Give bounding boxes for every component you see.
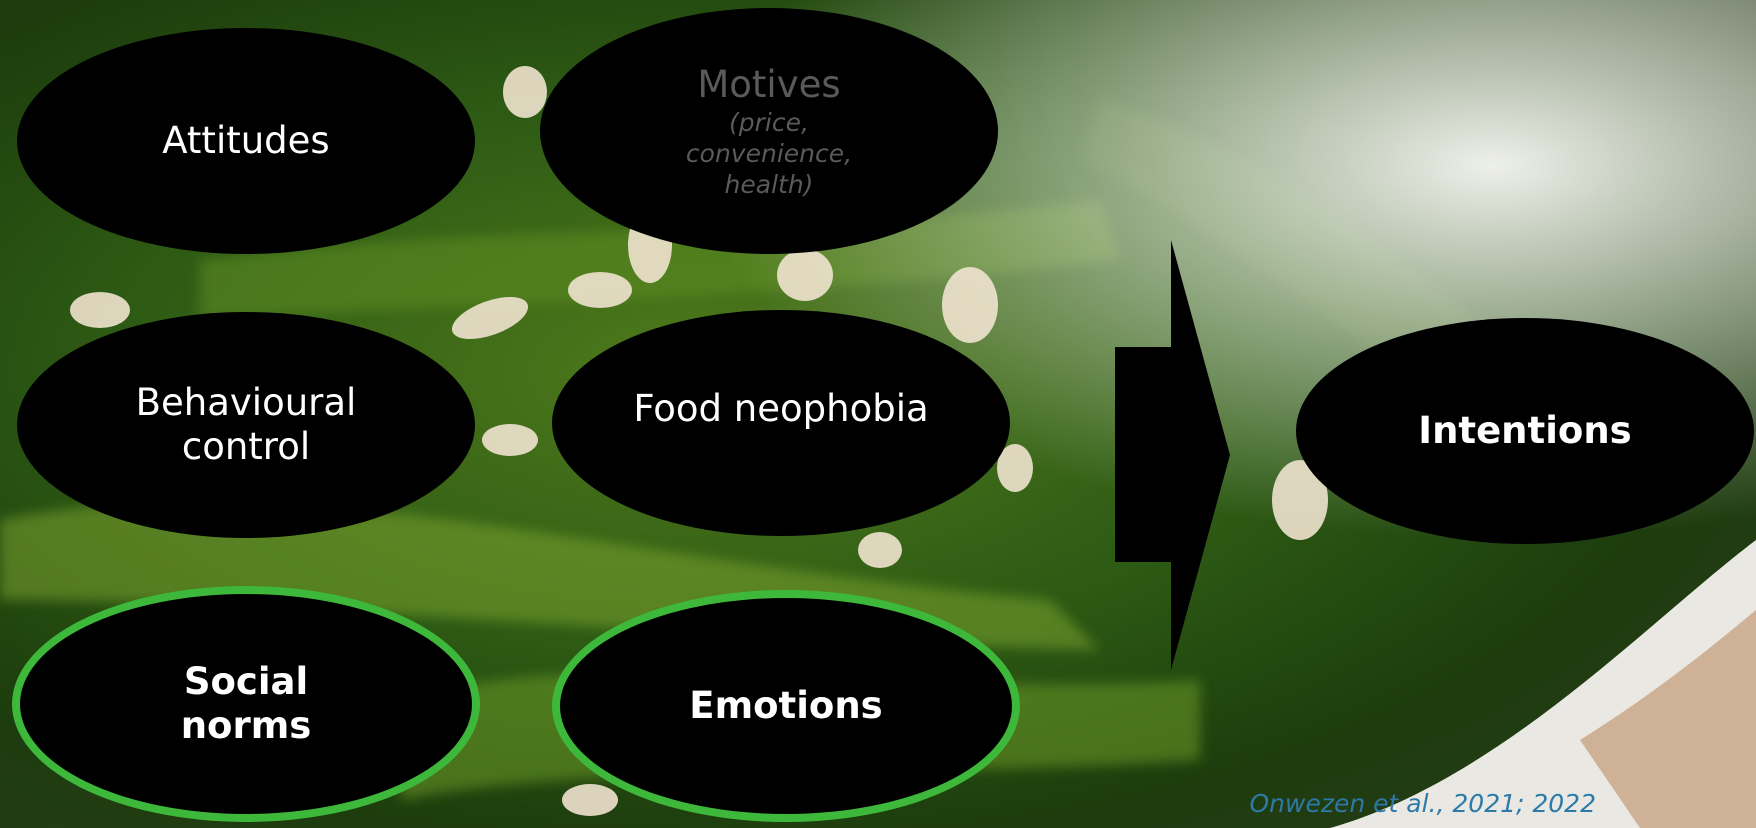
motives-detail-line-1: (price,: [729, 107, 809, 138]
social-norms-label-line-1: Social: [184, 660, 308, 704]
motives-detail-line-3: health): [725, 169, 814, 200]
motives-node: Motives (price, convenience, health): [540, 8, 998, 254]
emotions-node: Emotions: [552, 590, 1020, 822]
behavioural-control-label-line-1: Behavioural: [136, 381, 357, 425]
intentions-node: Intentions: [1296, 318, 1754, 544]
social-norms-node: Social norms: [12, 586, 480, 822]
right-arrow-icon: [1115, 240, 1230, 670]
citation-text: Onwezen et al., 2021; 2022: [1250, 789, 1597, 818]
intentions-label: Intentions: [1418, 409, 1631, 453]
attitudes-node: Attitudes: [17, 28, 475, 254]
behavioural-control-node: Behavioural control: [17, 312, 475, 538]
social-norms-label-line-2: norms: [181, 704, 312, 748]
emotions-label: Emotions: [689, 684, 882, 728]
food-neophobia-node: Food neophobia: [552, 310, 1010, 536]
attitudes-label: Attitudes: [162, 119, 329, 163]
behavioural-control-label-line-2: control: [182, 425, 310, 469]
motives-detail-line-2: convenience,: [686, 138, 852, 169]
food-neophobia-label: Food neophobia: [633, 387, 928, 431]
motives-label: Motives: [697, 63, 840, 107]
